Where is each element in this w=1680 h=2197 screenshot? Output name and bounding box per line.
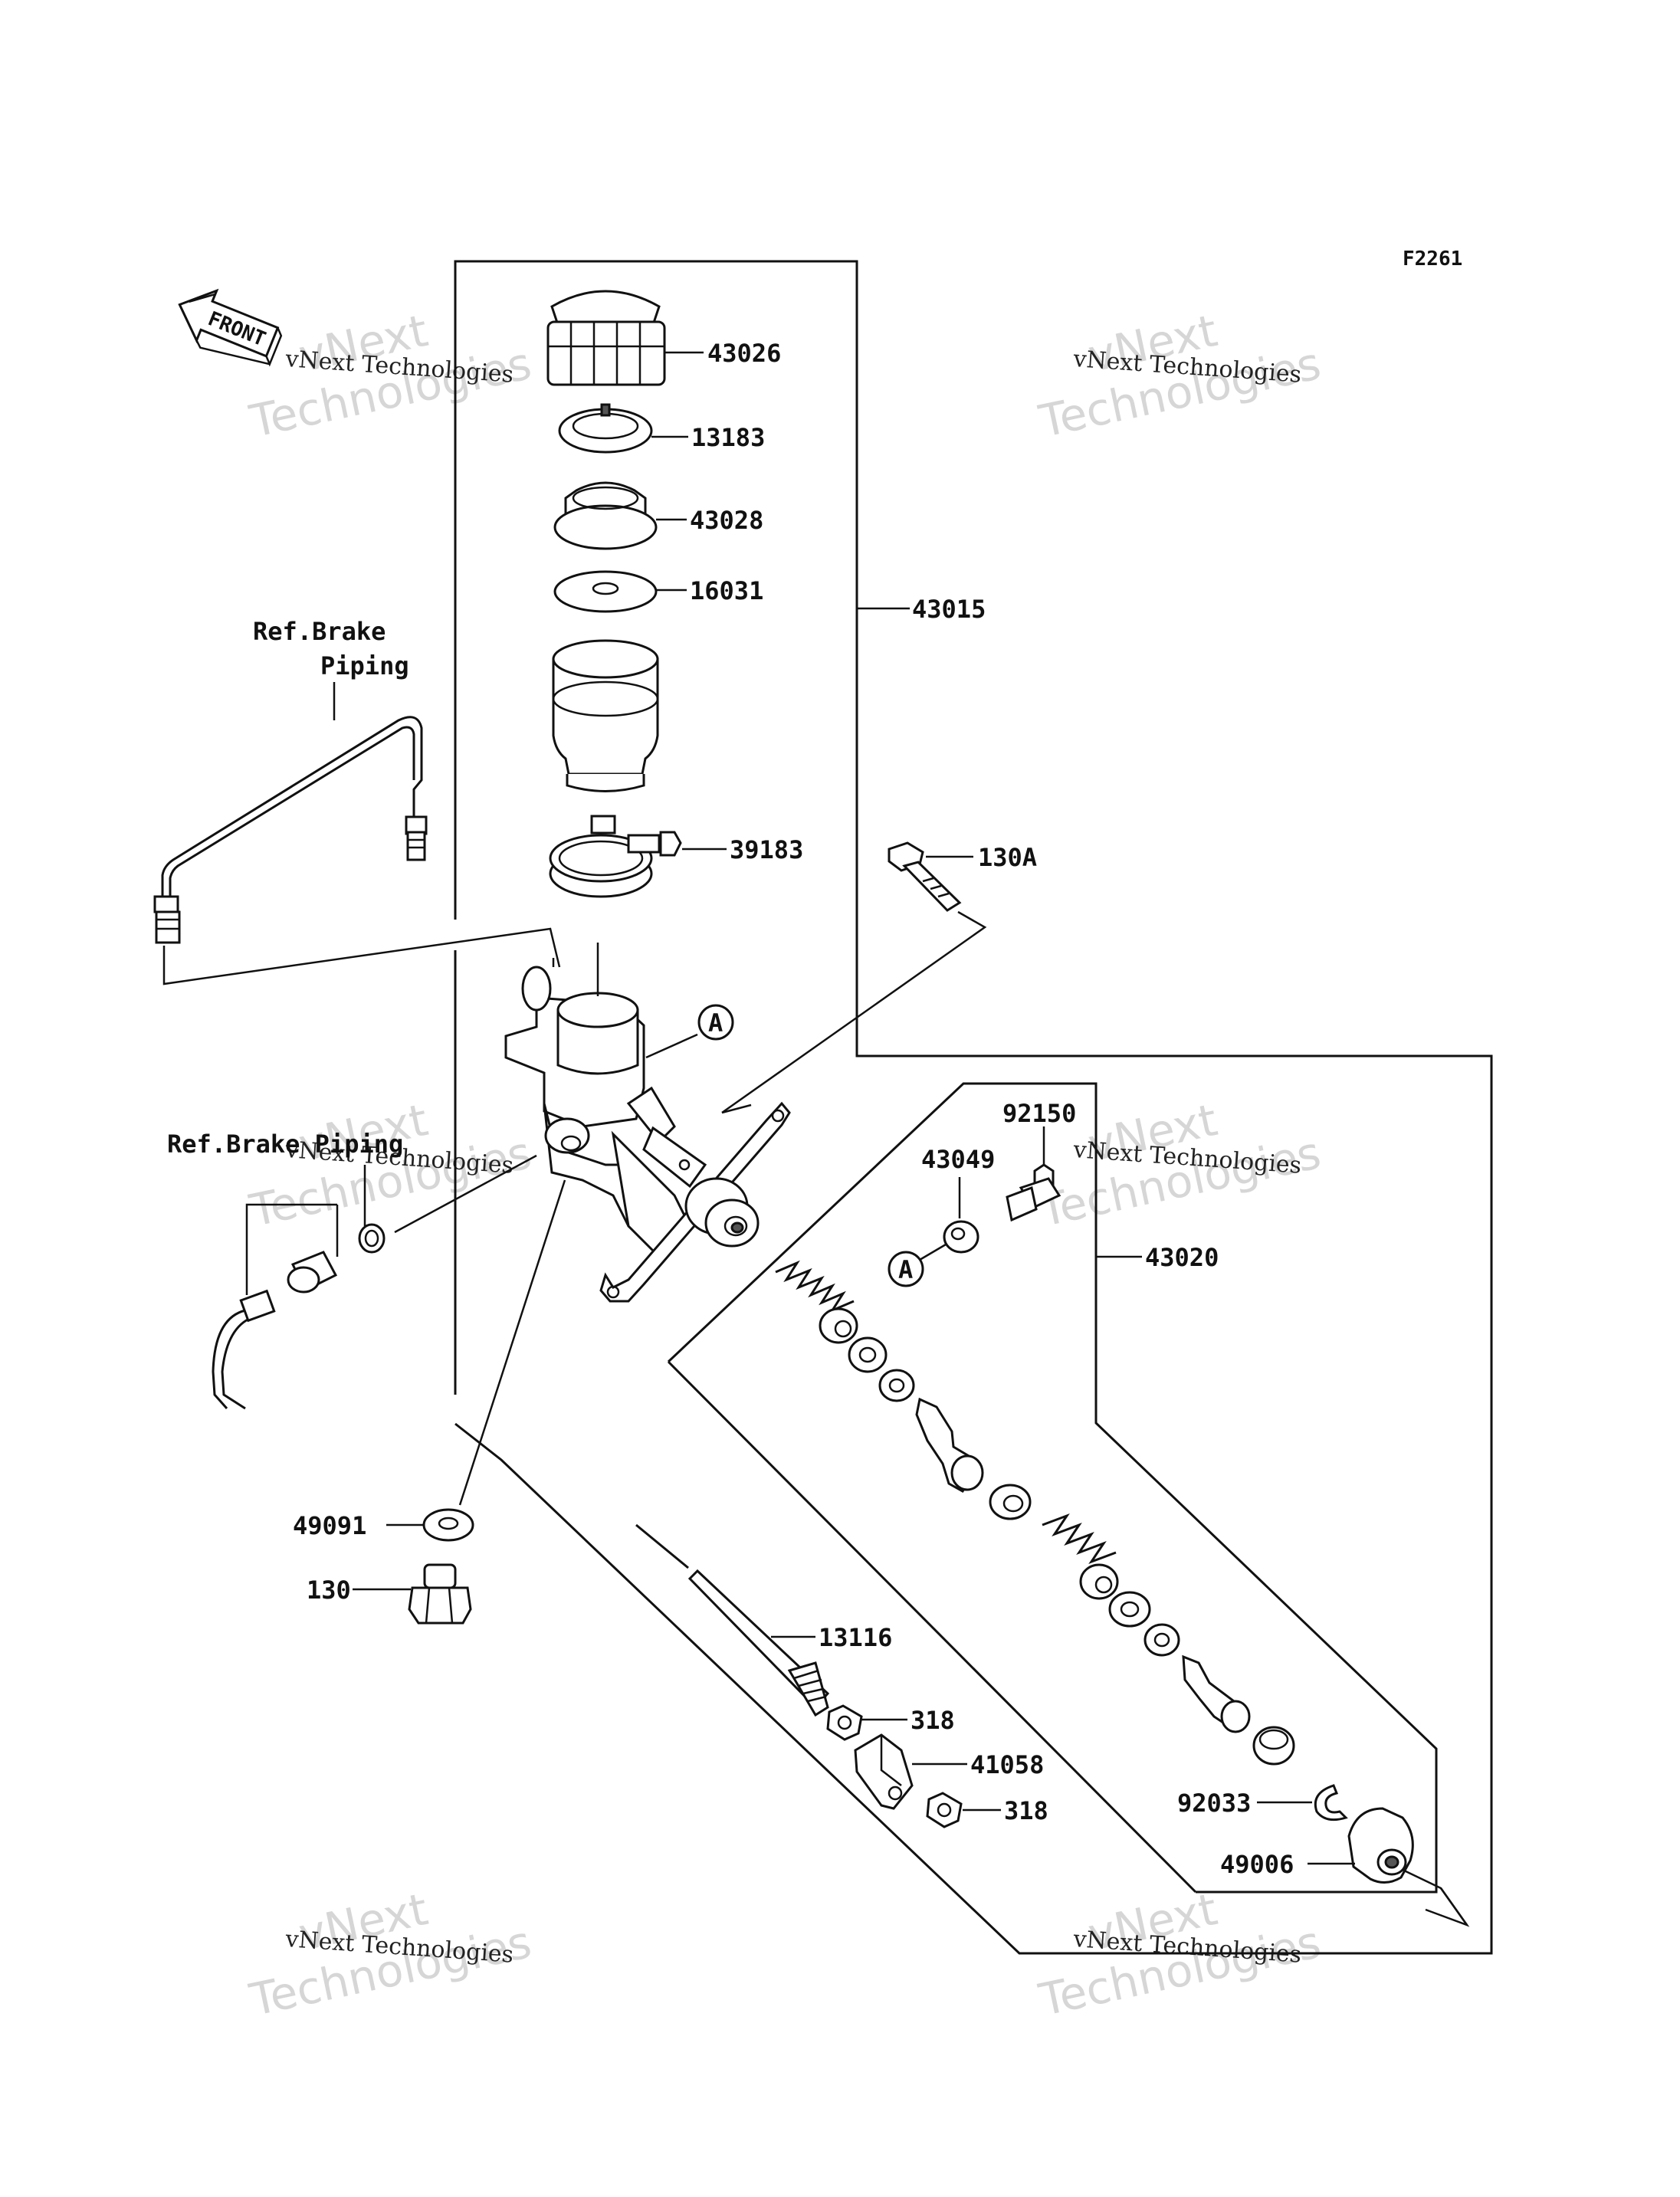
seal-cup-2 [989,1484,1032,1520]
label-43026: 43026 [707,339,781,368]
boot-49006 [1347,1807,1414,1884]
reservoir-body [552,639,659,792]
piston-secondary [1182,1654,1251,1733]
label-318-top: 318 [911,1706,955,1735]
label-43015: 43015 [912,595,986,624]
label-13183: 13183 [691,423,765,452]
nut-318-top [826,1704,863,1741]
bolt-130A [888,841,962,912]
plate-16031 [553,570,658,613]
bleeder-92150 [1006,1163,1061,1222]
master-cylinder-body [504,966,791,1303]
figure-code: F2261 [1403,248,1462,271]
label-130: 130 [307,1576,351,1605]
diaphragm-43028 [553,481,658,550]
marker-a-washer-letter: A [898,1255,913,1284]
washer-43049 [943,1220,979,1254]
marker-a-body [697,1004,734,1041]
label-41058: 41058 [970,1750,1044,1779]
ref-brake-piping-top-line1: Ref.Brake [253,617,386,646]
plug-130 [408,1563,472,1625]
spring-secondary [1042,1513,1117,1565]
hose-clamp-39183 [549,815,682,898]
seal-ring-1 [819,1307,858,1344]
seal-ring-3 [1079,1563,1119,1600]
label-92150: 92150 [1002,1099,1076,1128]
seal-cup-1 [848,1336,888,1373]
label-43028: 43028 [690,506,763,535]
label-16031: 16031 [690,576,763,605]
front-arrow-icon: FRONT [178,288,283,367]
nut-318-bottom [926,1792,963,1828]
seal-cup-4 [1252,1726,1295,1766]
assembly-outline-43015 [454,260,1493,1955]
label-130A: 130A [978,843,1037,872]
label-13116: 13116 [819,1623,892,1652]
label-43049: 43049 [921,1145,995,1174]
brake-pipe-top [153,716,428,944]
label-39183: 39183 [730,835,803,864]
seal-ring-2 [878,1369,915,1402]
label-49006: 49006 [1220,1850,1294,1879]
piston-primary [915,1397,984,1493]
spring-primary [775,1260,855,1313]
label-49091: 49091 [293,1511,366,1540]
push-rod-13116 [635,1523,830,1717]
marker-a-body-letter: A [708,1008,723,1038]
clevis-41058 [854,1733,914,1810]
retainer-13183 [558,403,653,454]
label-318-bottom: 318 [1004,1796,1048,1825]
label-92033: 92033 [1177,1789,1251,1818]
seal-cup-3 [1108,1591,1151,1628]
reservoir-cap-43026 [546,290,666,386]
assembly-outline-43020 [667,1082,1438,1894]
washer-49091 [422,1508,474,1542]
marker-a-washer [888,1251,924,1287]
circlip-92033 [1314,1784,1348,1822]
ref-brake-piping-top-line2: Piping [320,651,409,680]
label-43020: 43020 [1145,1243,1219,1272]
brake-pipe-left [212,1165,386,1410]
ref-brake-piping-left: Ref.Brake Piping [167,1130,403,1159]
seal-ring-4 [1144,1623,1180,1657]
